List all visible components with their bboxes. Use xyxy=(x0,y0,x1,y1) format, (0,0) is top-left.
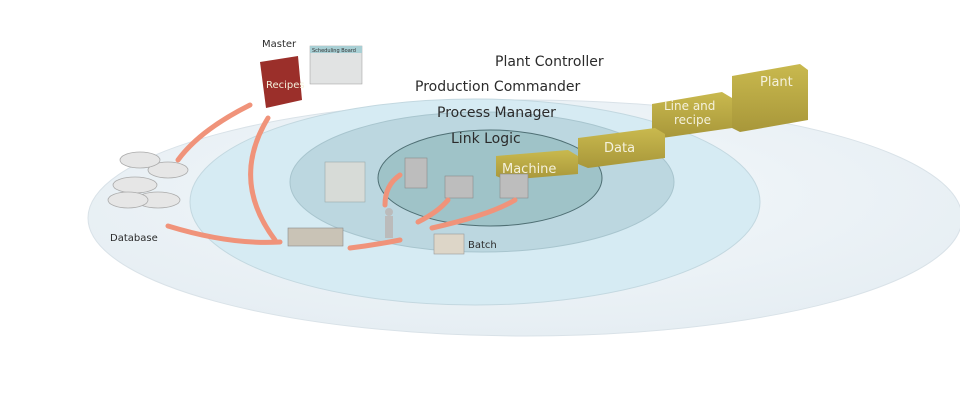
label-database: Database xyxy=(110,233,158,244)
svg-text:Machine: Machine xyxy=(502,162,556,177)
label-master: Master xyxy=(262,39,297,50)
batch-document-icon xyxy=(433,233,465,255)
arrow-recipes-database xyxy=(175,102,253,163)
arrow-operator-machine2 xyxy=(415,197,451,225)
scheduling-board-icon: Scheduling Board xyxy=(309,45,363,85)
arrow-database-workstation xyxy=(165,223,283,245)
svg-text:Line and: Line and xyxy=(664,99,715,113)
arrow-operator-machine1 xyxy=(382,172,403,208)
person-icon xyxy=(385,208,393,216)
label-process-manager: Process Manager xyxy=(437,105,556,121)
label-link-logic: Link Logic xyxy=(451,131,521,147)
arrow-operator-machine3 xyxy=(429,197,518,231)
label-production-commander: Production Commander xyxy=(415,79,581,95)
arrow-recipes-workstation xyxy=(248,115,278,243)
svg-text:Scheduling Board: Scheduling Board xyxy=(312,48,356,54)
svg-text:Data: Data xyxy=(604,141,635,156)
block-data: Data xyxy=(578,128,665,168)
workstation-icon xyxy=(287,227,344,247)
block-machine: Machine xyxy=(496,150,578,180)
flow-arrows xyxy=(165,102,518,251)
label-batch: Batch xyxy=(468,240,497,251)
svg-text:Plant: Plant xyxy=(760,75,793,90)
machine-icons xyxy=(404,157,529,199)
label-plant-controller: Plant Controller xyxy=(495,54,604,70)
person-body-icon xyxy=(385,216,393,238)
material-stack-icon xyxy=(324,161,366,203)
svg-text:Recipes: Recipes xyxy=(266,80,305,91)
block-plant: Plant xyxy=(732,64,808,132)
database-icon xyxy=(107,151,189,209)
arrow-workstation-operator xyxy=(347,237,403,251)
block-line-and-recipe: Line and recipe xyxy=(652,92,732,138)
svg-text:recipe: recipe xyxy=(674,113,711,127)
recipes-book-icon: Recipes xyxy=(260,56,305,108)
